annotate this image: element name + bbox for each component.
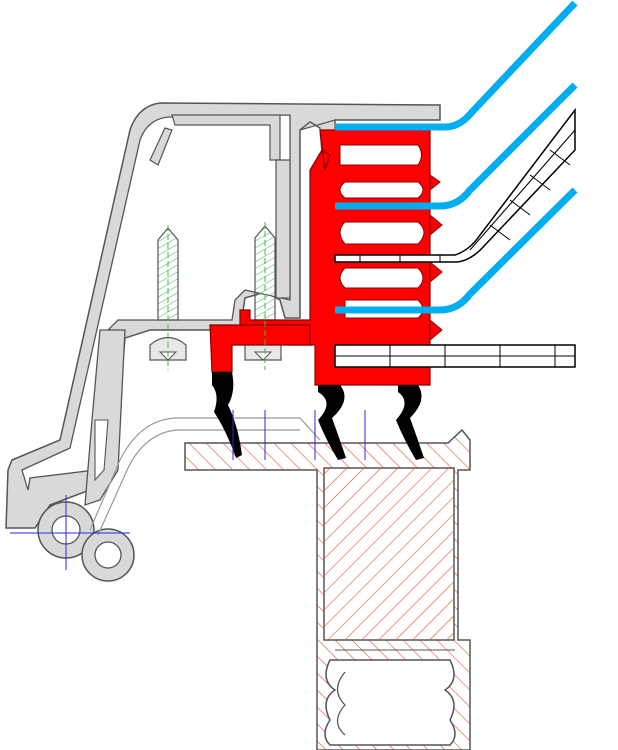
multiwall-panel-diagonal [334,107,576,263]
aluminium-profile [5,102,441,582]
timber-section [184,428,471,750]
multiwall-panel-horizontal [334,344,576,368]
sealing-lips [212,372,424,460]
centre-lines [10,222,366,570]
glazing-sheets [335,0,578,314]
